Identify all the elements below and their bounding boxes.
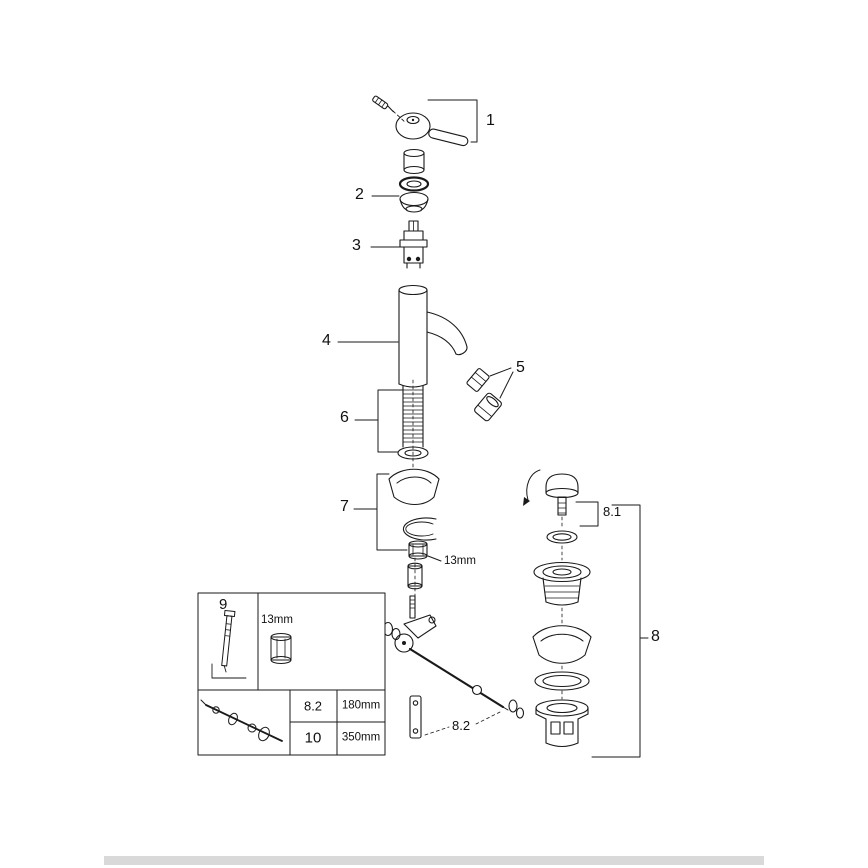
part-5-aerator-drawing <box>466 367 514 422</box>
callout-8-1-label: 8.1 <box>603 504 622 519</box>
callout-8-2-label: 8.2 <box>452 718 471 733</box>
size-table-part-10: 10 <box>304 729 322 747</box>
part-6-shank-drawing <box>354 379 429 471</box>
callout-2-label: 2 <box>355 186 364 203</box>
callout-8-label: 8 <box>651 628 660 645</box>
part-1-handle-drawing <box>372 95 478 147</box>
callout-3-label: 3 <box>352 237 361 254</box>
part-8-2-rod-assembly-drawing <box>377 595 525 739</box>
callout-9-label: 9 <box>219 596 228 613</box>
callout-1-label: 1 <box>486 112 495 129</box>
connector-piece-drawing <box>407 557 423 601</box>
wrench-size-annotation-main: 13mm <box>444 555 476 567</box>
callout-5-label: 5 <box>516 359 525 376</box>
wrench-size-annotation-inset: 13mm <box>261 614 293 626</box>
part-8-drain-drawing <box>532 504 649 758</box>
part-8-1-plug-drawing <box>523 469 599 544</box>
callout-6-label: 6 <box>340 409 349 426</box>
part-3-cartridge-drawing <box>370 220 428 269</box>
size-table-part-8-2: 8.2 <box>303 698 323 714</box>
size-table-length-180mm: 180mm <box>341 699 381 712</box>
part-4-faucet-body-drawing <box>337 284 468 388</box>
part-2-escutcheon-drawing <box>371 148 430 213</box>
footer-bar <box>104 856 764 865</box>
callout-4-label: 4 <box>322 332 331 349</box>
part-7-mounting-drawing <box>353 468 442 562</box>
inset-box-drawing <box>197 592 386 756</box>
callout-7-label: 7 <box>340 498 349 515</box>
size-table-length-350mm: 350mm <box>341 731 381 744</box>
